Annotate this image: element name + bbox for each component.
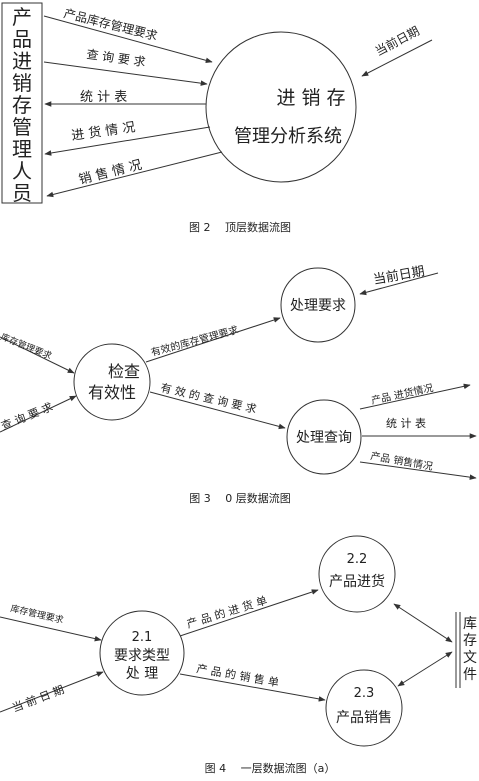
fig3-flow-inventory-request-arrow (0, 336, 75, 374)
fig4-flow-store-22-arrow (393, 603, 453, 643)
fig4-flow-inventory-request-label: 库存管理要求 (9, 602, 64, 626)
fig4-flow-purchase-order-label: 产 品 的 进 货 单 (185, 593, 269, 631)
fig3-flow-sales-status-label: 产品 销售情况 (369, 449, 433, 473)
fig3-check-validity-circle (73, 343, 151, 421)
fig2-flow-current-date-label: 当前日期 (372, 23, 421, 59)
fig3-level0-dfd: 检查 有效性 处理要求 处理查询 当前日期 有效的库存管理要求 有 效 的 查 … (0, 263, 477, 505)
fig3-process-request-circle (280, 267, 356, 343)
fig4-process-21-number: 2.1 (132, 630, 153, 645)
fig3-check-validity-line1: 检查 (108, 362, 140, 381)
fig4-process-22-number: 2.2 (347, 552, 368, 567)
fig2-flow-inventory-request-label: 产品库存管理要求 (62, 5, 159, 43)
fig2-flow-inventory-request-arrow (43, 15, 213, 64)
fig4-flow-store-23-arrow (397, 651, 453, 687)
fig4-process-21-line1: 要求类型 (114, 648, 170, 664)
fig2-flow-query-request-arrow (43, 61, 208, 86)
fig3-flow-valid-inventory-arrow (145, 317, 281, 363)
fig4-flow-inventory-request-arrow (0, 616, 102, 642)
fig3-process-query-circle (286, 399, 362, 475)
fig3-caption: 图 3 0 层数据流图 (189, 491, 291, 505)
fig2-flow-query-request-label: 查 询 要 求 (86, 47, 147, 69)
fig3-flow-valid-query-arrow (149, 391, 286, 430)
fig3-flow-query-request-label: 查 询 要 求 (0, 399, 55, 432)
fig2-flow-stat-table-label: 统 计 表 (80, 90, 127, 105)
fig3-check-validity-line2: 有效性 (88, 383, 136, 402)
fig2-flow-sales-status-arrow (46, 151, 223, 198)
fig2-process-label-line1: 进 销 存 (276, 87, 345, 109)
fig4-flow-current-date-label: 当 前 日 期 (10, 682, 66, 715)
fig4-process-22-circle (318, 535, 396, 613)
fig4-process-21-line2: 处 理 (126, 666, 158, 682)
fig4-process-23-circle (325, 669, 403, 747)
fig3-flow-current-date-arrow (359, 272, 439, 296)
fig3-flow-purchase-status-arrow (359, 383, 471, 410)
fig4-process-23-number: 2.3 (354, 686, 375, 701)
fig4-process-23-label: 产品销售 (336, 710, 392, 726)
fig4-flow-sales-order-arrow (179, 673, 326, 702)
fig3-flow-inventory-request-label: 库存管理要求 (0, 331, 53, 362)
fig3-process-query-label: 处理查询 (296, 430, 352, 446)
fig2-flow-purchase-status-arrow (44, 126, 211, 156)
fig2-caption: 图 2 顶层数据流图 (189, 220, 291, 234)
fig3-process-request-label: 处理要求 (290, 298, 346, 314)
fig4-process-22-label: 产品进货 (329, 573, 385, 590)
fig3-flow-purchase-status-label: 产品 进货情况 (370, 381, 435, 407)
fig4-flow-current-date-arrow (0, 671, 104, 713)
fig3-flow-sales-status-arrow (359, 461, 477, 480)
fig3-flow-query-request-arrow (0, 395, 77, 433)
fig2-entity-label: 产品进销存管理人员 (12, 5, 32, 205)
fig2-process-circle (205, 31, 357, 183)
fig2-entity-box (1, 2, 43, 204)
fig4-flow-sales-order-label: 产 品 的 销 售 单 (195, 661, 280, 689)
fig3-flow-stat-table-label: 统 计 表 (386, 416, 426, 430)
fig3-flow-valid-inventory-label: 有效的库存管理要求 (149, 323, 239, 359)
fig2-flow-sales-status-label: 销 售 情 况 (77, 157, 143, 188)
fig2-process-label-line2: 管理分析系统 (234, 126, 342, 147)
fig4-caption: 图 4 一层数据流图（a） (205, 761, 336, 775)
fig2-flow-current-date-arrow (361, 39, 433, 77)
fig2-top-level-dfd: 产品进销存管理人员 进 销 存 管理分析系统 产品库存管理要求 查 询 要 求 … (1, 2, 433, 234)
fig4-process-21-circle (99, 610, 185, 696)
fig4-flow-purchase-order-arrow (179, 589, 319, 637)
fig4-level1-dfd: 2.1 要求类型 处 理 2.2 产品进货 2.3 产品销售 库存文件 库存管理… (0, 535, 477, 775)
fig4-store-label: 库存文件 (463, 616, 477, 683)
fig3-flow-current-date-label: 当前日期 (372, 263, 426, 288)
